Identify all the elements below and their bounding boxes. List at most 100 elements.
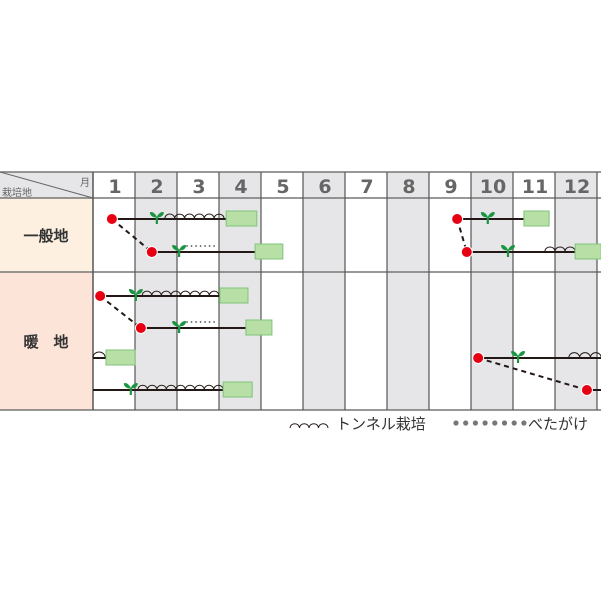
betagake-dot-mark bbox=[195, 245, 197, 247]
schedule-row bbox=[93, 381, 253, 398]
sprout-icon bbox=[128, 289, 143, 301]
sprout-leaf-right bbox=[487, 212, 495, 218]
betagake-dot-mark bbox=[186, 245, 188, 247]
tunnel-arc-mark bbox=[544, 246, 576, 252]
schedule-row bbox=[94, 287, 249, 304]
sprout-leaf-right bbox=[179, 321, 187, 327]
tunnel-arc-mark bbox=[92, 351, 106, 358]
month-column-bg bbox=[387, 172, 429, 410]
schedule-row bbox=[105, 210, 258, 227]
harvest-period-box bbox=[523, 210, 550, 227]
sprout-leaf-left bbox=[480, 212, 488, 218]
betagake-dot-mark bbox=[208, 321, 211, 323]
legend-betagake-dot bbox=[482, 420, 488, 426]
sowing-dot bbox=[451, 213, 464, 225]
harvest-period-box bbox=[225, 210, 258, 227]
tunnel-arc-mark bbox=[164, 213, 225, 219]
betagake-dot-mark bbox=[204, 321, 206, 323]
region-labels: 一般地 暖 地 bbox=[23, 227, 68, 351]
sprout-leaf-right bbox=[507, 245, 515, 251]
betagake-dot-mark bbox=[213, 245, 215, 247]
betagake-dot-mark bbox=[190, 245, 193, 247]
month-header-label: 7 bbox=[360, 176, 373, 198]
sprout-icon bbox=[172, 245, 187, 257]
sprout-icon bbox=[500, 245, 515, 257]
sowing-dot bbox=[580, 384, 593, 396]
harvest-period-box bbox=[254, 243, 284, 260]
betagake-dot-mark bbox=[186, 321, 188, 323]
schedule-row bbox=[451, 210, 550, 227]
region-bg-danchi bbox=[0, 272, 93, 410]
sowing-dot bbox=[145, 246, 158, 258]
legend-betagake-dot bbox=[511, 420, 517, 426]
sowing-dot bbox=[460, 246, 473, 258]
legend-betagake-dot bbox=[501, 420, 508, 426]
sprout-leaf-right bbox=[156, 212, 164, 218]
tunnel-arc-mark bbox=[568, 352, 601, 358]
month-header-label: 6 bbox=[318, 176, 331, 198]
region-bg-ippanchi bbox=[0, 198, 93, 272]
betagake-dot-mark bbox=[190, 321, 193, 323]
month-header-label: 2 bbox=[150, 176, 163, 198]
month-header-label: 8 bbox=[402, 176, 415, 198]
month-header-label: 1 bbox=[108, 176, 121, 198]
sprout-leaf-right bbox=[179, 245, 187, 251]
harvest-period-box bbox=[222, 381, 253, 398]
month-header-label: 12 bbox=[564, 176, 590, 198]
month-column-bg bbox=[555, 172, 597, 410]
tunnel-arc-mark bbox=[137, 384, 224, 390]
sprout-icon bbox=[149, 212, 164, 224]
legend: トンネル栽培 べたがけ bbox=[289, 415, 588, 433]
sprout-icon bbox=[123, 383, 138, 395]
sprout-leaf-left bbox=[149, 212, 157, 218]
grid-layer bbox=[0, 171, 601, 411]
month-column-bg bbox=[303, 172, 345, 410]
betagake-dot-mark bbox=[199, 245, 202, 247]
schedule-marks bbox=[92, 210, 601, 398]
sprout-leaf-right bbox=[518, 351, 526, 357]
betagake-dot-mark bbox=[195, 321, 197, 323]
month-column-bg bbox=[261, 172, 303, 410]
corner-diagonal bbox=[0, 171, 94, 199]
tunnel-arc-mark bbox=[141, 290, 220, 296]
harvest-period-box bbox=[105, 349, 136, 366]
sowing-dot bbox=[105, 213, 118, 225]
sprout-leaf-left bbox=[172, 321, 180, 327]
schedule-row bbox=[472, 351, 601, 364]
harvest-period-box bbox=[219, 287, 249, 304]
betagake-dot-mark bbox=[204, 245, 206, 247]
harvest-period-box bbox=[574, 243, 601, 260]
corner-region-label: 栽培地 bbox=[2, 186, 32, 199]
region-marks bbox=[92, 287, 601, 398]
month-header-label: 3 bbox=[192, 176, 205, 198]
sprout-leaf-left bbox=[500, 245, 508, 251]
legend-betagake-dot bbox=[492, 420, 498, 426]
legend-betagake-dot bbox=[463, 420, 469, 426]
region-label-ippanchi: 一般地 bbox=[23, 227, 68, 245]
betagake-dot-mark bbox=[199, 321, 202, 323]
betagake-dot-mark bbox=[213, 321, 215, 323]
harvest-period-box bbox=[245, 319, 273, 336]
background-layer bbox=[0, 172, 597, 410]
legend-label-betagake: べたがけ bbox=[528, 415, 588, 433]
sprout-icon bbox=[511, 351, 526, 363]
month-column-bg bbox=[471, 172, 513, 410]
schedule-row bbox=[580, 384, 601, 396]
month-header-label: 5 bbox=[276, 176, 289, 198]
month-header-label: 9 bbox=[444, 176, 457, 198]
legend-betagake-dot bbox=[453, 420, 459, 426]
legend-tunnel-symbol bbox=[289, 423, 329, 429]
sowing-dot bbox=[472, 352, 485, 364]
month-header-label: 4 bbox=[234, 176, 247, 198]
sprout-leaf-left bbox=[511, 351, 519, 357]
betagake-dot-mark bbox=[208, 245, 211, 247]
legend-betagake-dot bbox=[472, 420, 478, 426]
legend-betagake-dot bbox=[521, 420, 527, 426]
month-header-label: 10 bbox=[480, 176, 506, 198]
month-column-bg bbox=[429, 172, 471, 410]
schedule-row bbox=[460, 243, 601, 260]
month-header-label: 11 bbox=[522, 176, 548, 198]
sprout-leaf-right bbox=[130, 383, 138, 389]
sowing-dot bbox=[94, 290, 107, 302]
